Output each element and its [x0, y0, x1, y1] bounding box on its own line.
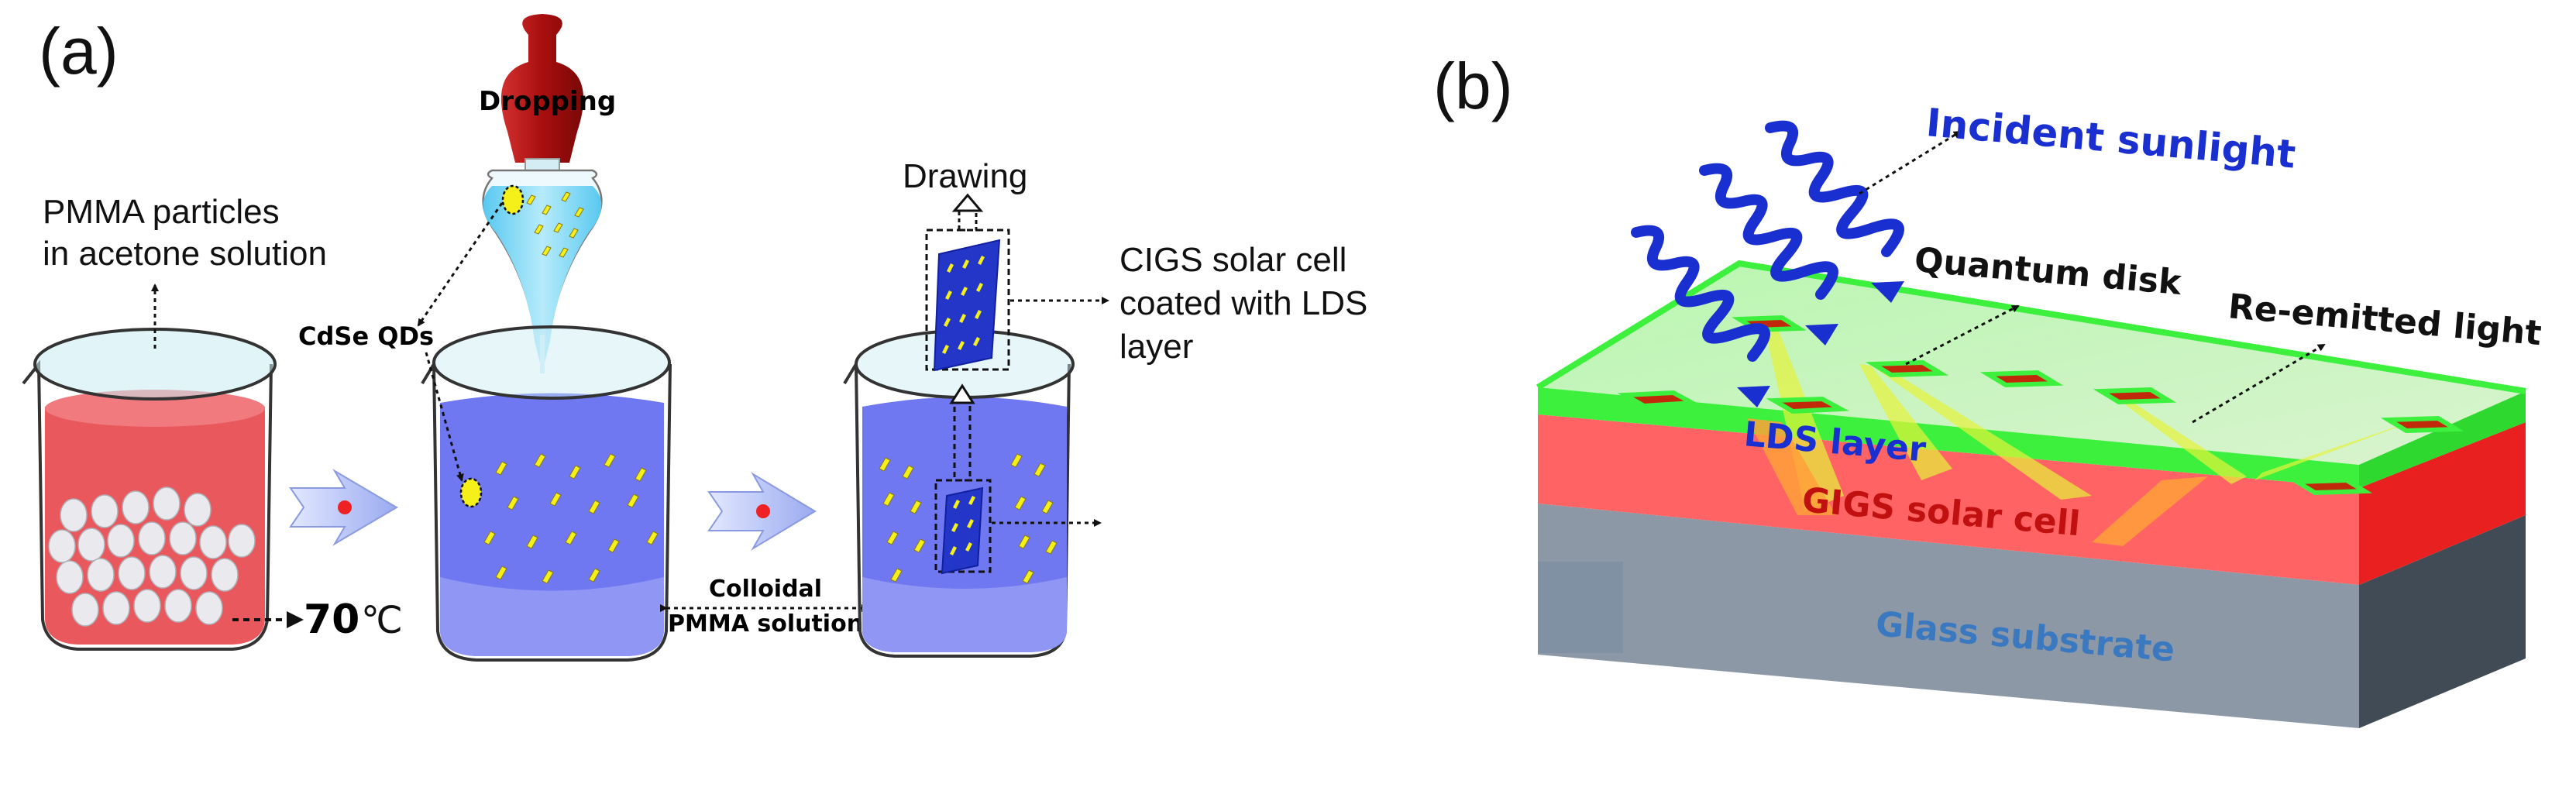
panel-b-label: (b): [1433, 50, 1513, 122]
temperature-unit: ℃: [361, 600, 403, 641]
drawing-label: Drawing: [903, 157, 1027, 195]
drawn-cigs-cell: [933, 239, 1001, 372]
lds-layer-top: [1538, 263, 2526, 465]
cell-absorption-rays: [1747, 418, 2208, 546]
gigs-cell-front: [1538, 414, 2359, 585]
glass-substrate-side: [2359, 515, 2526, 728]
pmma-label-line2: in acetone solution: [43, 235, 327, 273]
dropper-bulb: [500, 14, 584, 163]
temperature-value: 70: [304, 596, 359, 643]
process-arrow-1: [289, 469, 398, 546]
incident-sunlight-arrowheads: [1737, 281, 1904, 407]
dropper-quantum-dots: [526, 191, 584, 258]
pmma-label-line1: PMMA particles: [43, 193, 280, 231]
gigs-cell-side: [2359, 422, 2526, 585]
colloidal-label-line2: PMMA solution: [668, 610, 863, 638]
beaker2-quantum-dots: [464, 453, 659, 584]
pmma-particles: [48, 486, 256, 627]
lds-layer-front: [1538, 387, 2359, 488]
dropping-label: Dropping: [479, 86, 616, 117]
beaker-pmma: [22, 284, 277, 651]
cigs-label-line1: CIGS solar cell: [1119, 241, 1346, 279]
process-arrow-2: [707, 472, 817, 551]
cigs-label-line2: coated with LDS: [1119, 284, 1367, 322]
panel-b: (b): [1433, 50, 2543, 728]
quantum-disk-label: Quantum disk: [1913, 240, 2184, 303]
beaker-drawing: [843, 193, 1109, 658]
incident-sunlight-label: Incident sunlight: [1924, 100, 2297, 177]
re-emitted-light-label: Re-emitted light: [2227, 287, 2543, 353]
drawn-cell-quantum-dots: [942, 256, 985, 354]
re-emitted-rays: [1763, 318, 2421, 511]
dropper: [482, 14, 603, 372]
beaker3-quantum-dots: [879, 453, 1058, 584]
glass-substrate-front: [1538, 504, 2359, 728]
colloidal-label-line1: Colloidal: [709, 576, 822, 603]
cigs-label-line3: layer: [1119, 328, 1193, 366]
lds-layer-side: [2359, 391, 2526, 488]
beaker-qd: [421, 325, 672, 662]
cdse-qds-label: CdSe QDs: [298, 321, 434, 351]
incident-sunlight-waves: [1631, 120, 1904, 362]
panel-a-label: (a): [39, 15, 119, 88]
panel-a: (a) PMMA particles in acetone solution 7…: [22, 14, 1367, 662]
